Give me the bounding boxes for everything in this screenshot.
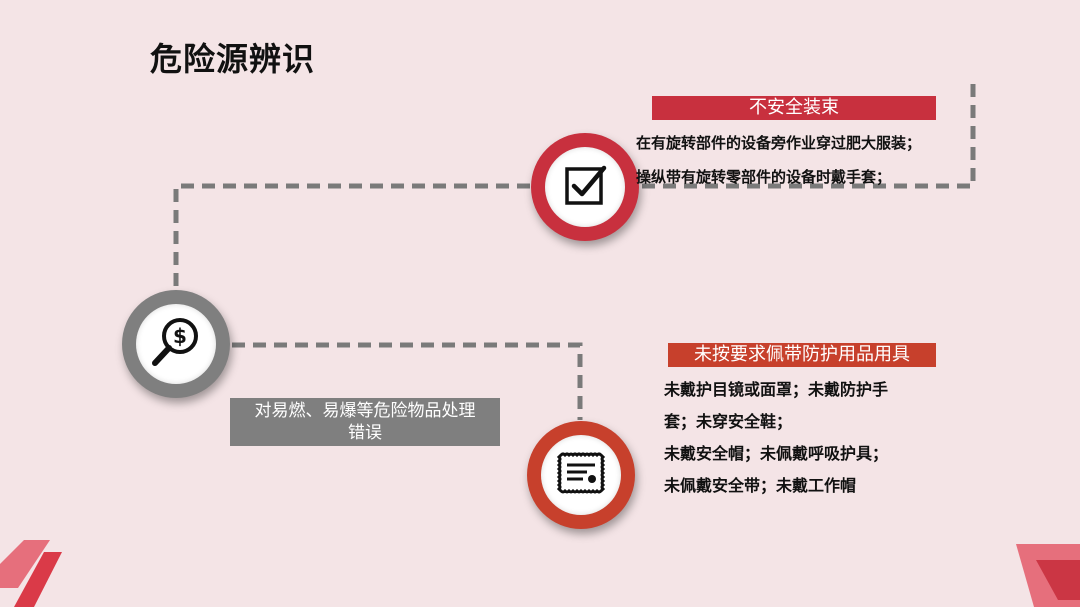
node-desc-top: 在有旋转部件的设备旁作业穿过肥大服装； 操纵带有旋转零部件的设备时戴手套； [636,126,921,194]
corner-decoration-right [1016,544,1080,607]
checkbox-icon [562,162,608,212]
certificate-icon [555,451,607,499]
node-desc-bottom: 未戴护目镜或面罩；未戴防护手 套；未穿安全鞋； 未戴安全帽；未佩戴呼吸护具； 未… [664,374,888,502]
desc-line: 未戴安全帽；未佩戴呼吸护具； [664,444,889,463]
svg-text:$: $ [173,324,187,348]
node-heading-text: 未按要求佩带防护用品用具 [694,344,910,365]
connector-top-right [640,84,976,189]
node-heading-top: 不安全装束 [652,96,936,120]
magnifier-dollar-icon: $ [147,313,205,375]
desc-line: 未佩戴安全带；未戴工作帽 [664,476,857,495]
corner-decoration-left [0,540,62,607]
connector-bottom [232,342,583,420]
node-circle-top [531,133,639,241]
desc-line: 操纵带有旋转零部件的设备时戴手套； [636,168,892,186]
node-circle-left: $ [122,290,230,398]
desc-line: 对易燃、易爆等危险物品处理 [254,401,476,421]
node-heading-text: 不安全装束 [749,97,839,118]
desc-line: 套；未穿安全鞋； [664,412,793,431]
page-title: 危险源辨识 [150,40,316,78]
connector-top-left [173,183,530,290]
desc-line: 在有旋转部件的设备旁作业穿过肥大服装； [636,134,922,152]
node-circle-bottom [527,421,635,529]
desc-line: 错误 [348,423,382,443]
node-desc-left: 对易燃、易爆等危险物品处理 错误 [230,398,500,446]
node-heading-bottom: 未按要求佩带防护用品用具 [668,343,936,367]
desc-line: 未戴护目镜或面罩；未戴防护手 [664,380,889,399]
